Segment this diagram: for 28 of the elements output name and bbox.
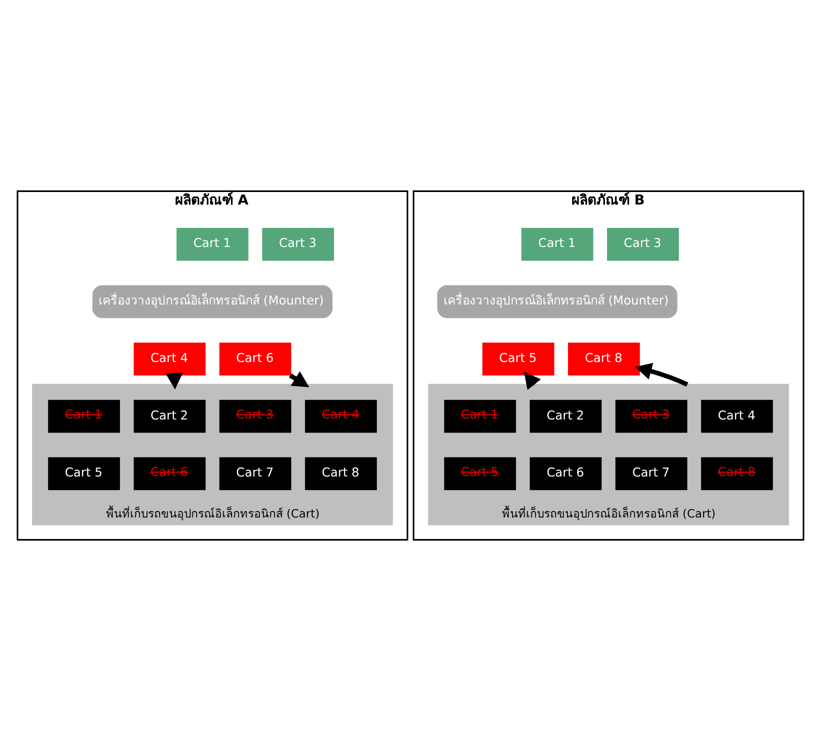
arrow [166,372,183,390]
node-box: Cart 8 [568,342,640,376]
node-box: Cart 2 [134,400,206,433]
node-box: Cart 3 [262,228,334,261]
node-box: Cart 1 [444,400,516,433]
node-box: Cart 4 [304,400,377,433]
node-box: Cart 1 [48,400,120,433]
node-box: Cart 7 [219,457,292,490]
node-box: Cart 5 [48,457,120,490]
arrow [635,362,688,387]
node-box: Cart 5 [444,457,516,490]
node-box: Cart 3 [607,228,679,261]
node-box: Cart 8 [304,457,377,490]
node-box: Cart 3 [615,400,688,433]
node-box: Cart 2 [530,400,602,433]
node-box: Cart 7 [615,457,688,490]
node-box: เครื่องวางอุปกรณ์อิเล็กทรอนิกส์ (Mounter) [437,285,678,318]
node-box: Cart 3 [219,400,292,433]
node-box: Cart 4 [701,400,773,433]
arrow [524,372,541,390]
node-box: Cart 1 [521,228,594,261]
node-box: Cart 1 [176,228,248,261]
node-box: Cart 6 [530,457,602,490]
node-box: เครื่องวางอุปกรณ์อิเล็กทรอนิกส์ (Mounter) [92,285,333,318]
node-box: Cart 5 [482,342,554,376]
node-box: Cart 8 [701,457,773,490]
node-box: Cart 6 [219,342,292,376]
node-box: Cart 6 [134,457,206,490]
